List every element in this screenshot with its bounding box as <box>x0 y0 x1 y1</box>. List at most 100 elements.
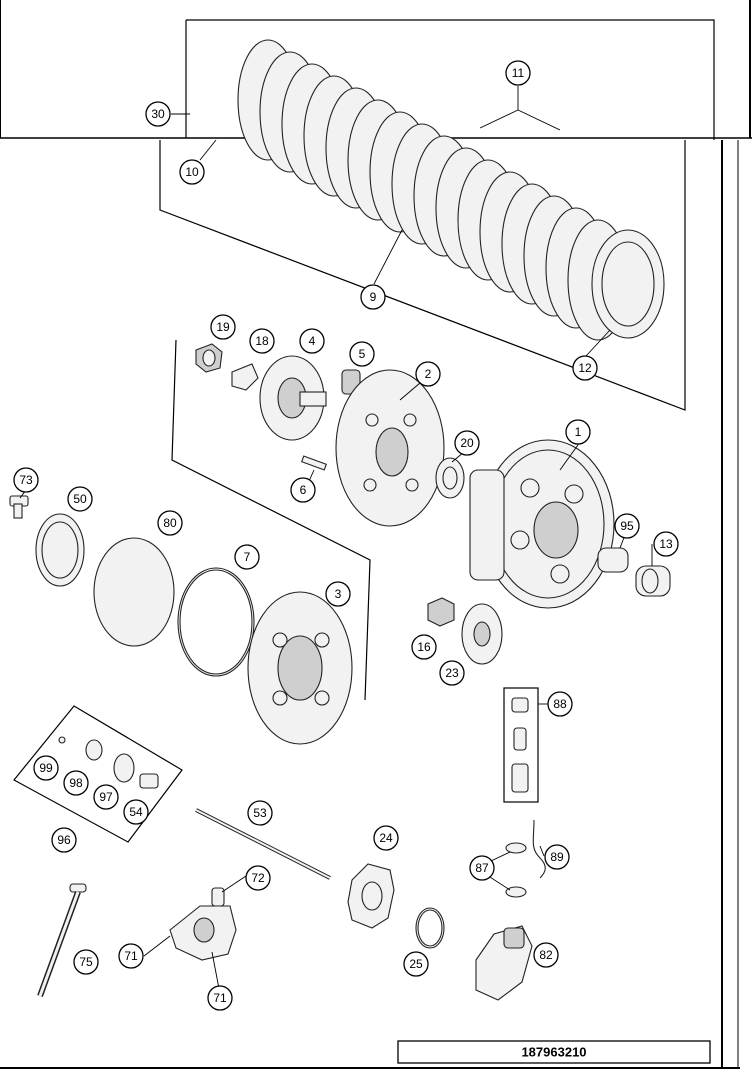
callout-7: 7 <box>234 544 260 570</box>
callout-label: 96 <box>57 833 71 847</box>
clutch-disc-stack <box>237 39 665 341</box>
master-cylinder-82 <box>475 925 533 1001</box>
callout-label: 13 <box>659 537 673 551</box>
callout-20: 20 <box>454 430 480 456</box>
kit-96-frame <box>13 705 183 843</box>
callout-13: 13 <box>653 531 679 557</box>
lock-washer-18 <box>231 363 259 391</box>
callout-30: 30 <box>145 101 171 127</box>
callout-label: 5 <box>359 347 366 361</box>
callout-82: 82 <box>533 942 559 968</box>
callout-label: 71 <box>124 949 138 963</box>
callout-label: 54 <box>129 805 143 819</box>
callout-label: 24 <box>379 831 393 845</box>
callout-label: 89 <box>550 850 564 864</box>
callout-72: 72 <box>245 865 271 891</box>
bearing-50 <box>35 513 85 587</box>
callout-25: 25 <box>403 951 429 977</box>
washer-20 <box>435 457 465 499</box>
callout-label: 87 <box>475 861 489 875</box>
callout-87: 87 <box>469 855 495 881</box>
callout-label: 72 <box>251 871 265 885</box>
callout-89: 89 <box>544 844 570 870</box>
o-ring-25 <box>415 907 445 949</box>
callout-label: 97 <box>99 790 113 804</box>
callout-54: 54 <box>123 799 149 825</box>
clutch-basket-1 <box>469 439 615 609</box>
clutch-cover-3 <box>247 591 353 745</box>
bushing-13 <box>635 565 671 597</box>
drawing-number: 187963210 <box>521 1045 586 1060</box>
callout-10: 10 <box>179 159 205 185</box>
callout-16: 16 <box>411 634 437 660</box>
callout-2: 2 <box>415 361 441 387</box>
nut-19 <box>195 343 223 373</box>
callout-label: 53 <box>253 806 267 820</box>
callout-label: 2 <box>425 367 432 381</box>
callout-label: 98 <box>69 776 83 790</box>
inner-hub-4 <box>259 355 327 441</box>
callout-label: 75 <box>79 955 93 969</box>
pressure-plate-2 <box>335 369 445 527</box>
callout-label: 80 <box>163 516 177 530</box>
callout-19: 19 <box>210 314 236 340</box>
callout-label: 7 <box>244 550 251 564</box>
callout-5: 5 <box>349 341 375 367</box>
callout-1: 1 <box>565 419 591 445</box>
callout-label: 82 <box>539 948 553 962</box>
callout-label: 99 <box>39 761 53 775</box>
callout-label: 3 <box>335 587 342 601</box>
callout-3: 3 <box>325 581 351 607</box>
callout-71-left: 71 <box>118 943 144 969</box>
bolt-73 <box>9 495 29 519</box>
callout-label: 12 <box>578 361 592 375</box>
callout-23: 23 <box>439 660 465 686</box>
callout-label: 6 <box>300 483 307 497</box>
callout-label: 10 <box>185 165 199 179</box>
callout-label: 20 <box>460 436 474 450</box>
primary-gear-23 <box>461 603 503 665</box>
drawing-number-box: 187963210 <box>397 1040 711 1064</box>
callout-88: 88 <box>547 691 573 717</box>
callout-label: 95 <box>620 519 634 533</box>
needle-bearing-95 <box>597 547 629 573</box>
callout-99: 99 <box>33 755 59 781</box>
o-ring-7 <box>177 567 255 677</box>
callout-53: 53 <box>247 800 273 826</box>
callout-75: 75 <box>73 949 99 975</box>
callout-label: 73 <box>19 473 33 487</box>
disc-80 <box>93 537 175 647</box>
callout-label: 4 <box>309 334 316 348</box>
callout-label: 9 <box>370 290 377 304</box>
pushrod-53 <box>195 808 331 880</box>
callout-18: 18 <box>249 328 275 354</box>
callout-6: 6 <box>290 477 316 503</box>
callout-11: 11 <box>505 60 531 86</box>
callout-label: 19 <box>216 320 230 334</box>
callout-73: 73 <box>13 467 39 493</box>
bleed-syringe-75 <box>37 883 87 998</box>
callout-9: 9 <box>360 284 386 310</box>
callout-label: 11 <box>512 66 525 80</box>
callout-80: 80 <box>157 510 183 536</box>
callout-50: 50 <box>67 486 93 512</box>
callout-4: 4 <box>299 328 325 354</box>
callout-95: 95 <box>614 513 640 539</box>
callout-label: 16 <box>417 640 431 654</box>
bleeder-kit-88 <box>503 687 539 803</box>
callout-label: 1 <box>575 425 582 439</box>
callout-label: 50 <box>73 492 87 506</box>
callout-label: 18 <box>255 334 269 348</box>
callout-24: 24 <box>373 825 399 851</box>
callout-label: 25 <box>409 957 423 971</box>
callout-71-bottom: 71 <box>207 985 233 1011</box>
disc-pack-frame <box>159 19 715 411</box>
callout-label: 88 <box>553 697 567 711</box>
callout-12: 12 <box>572 355 598 381</box>
callout-label: 30 <box>151 107 165 121</box>
callout-97: 97 <box>93 784 119 810</box>
callout-label: 71 <box>213 991 227 1005</box>
slave-cylinder <box>169 887 237 961</box>
